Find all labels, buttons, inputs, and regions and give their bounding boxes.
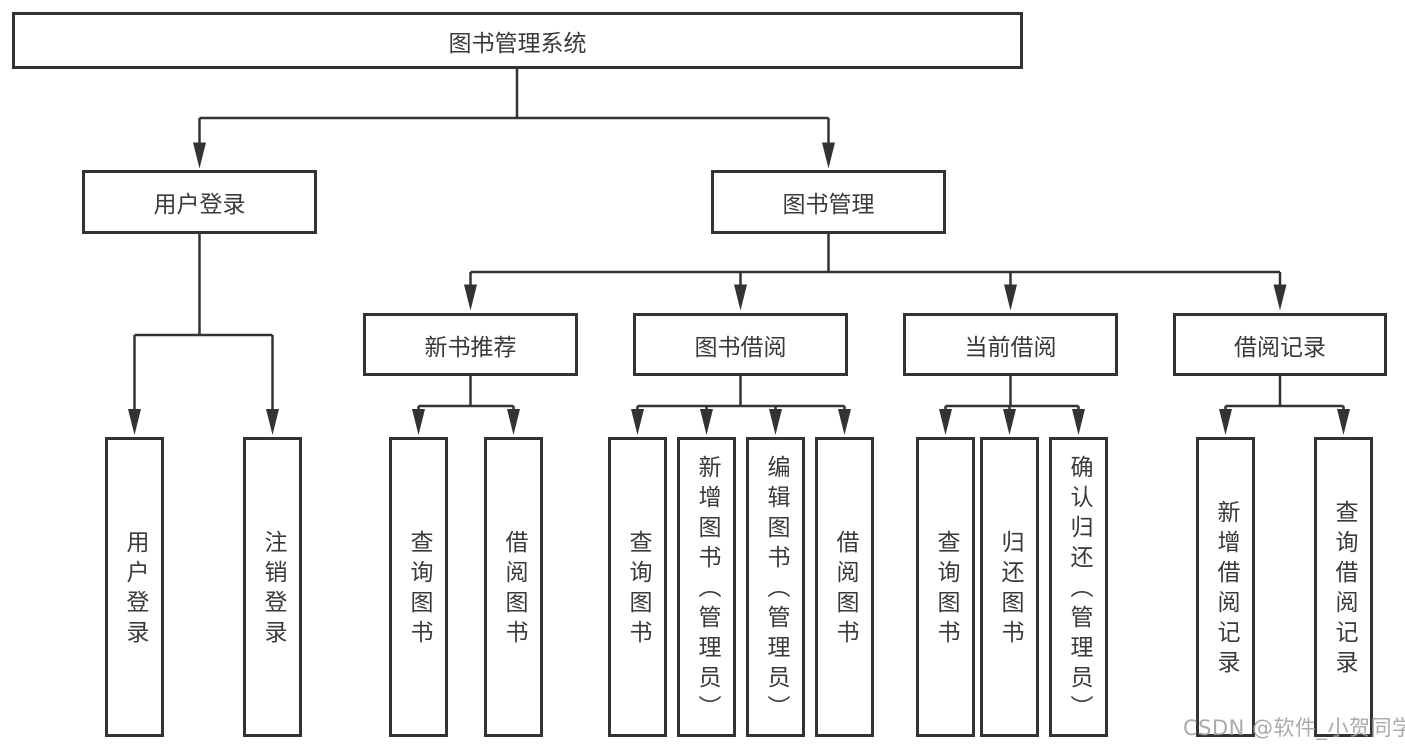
leaf-query-books-current: 查询图书 [916, 437, 975, 737]
node-user-login: 用户登录 [82, 170, 317, 234]
leaf-borrow-books-recommend: 借阅图书 [484, 437, 543, 737]
leaf-query-borrow-record: 查询借阅记录 [1314, 437, 1373, 737]
arrowheads [128, 142, 1350, 435]
leaf-borrow-books: 借阅图书 [815, 437, 874, 737]
leaf-add-books-admin: 新增图书（管理员） [677, 437, 736, 737]
node-book-borrowing: 图书借阅 [633, 313, 848, 376]
leaf-query-books-recommend: 查询图书 [389, 437, 448, 737]
node-borrowing-records: 借阅记录 [1173, 313, 1387, 376]
csdn-watermark: CSDN @软件_小贺同学 [1183, 716, 1405, 740]
node-new-book-recommend: 新书推荐 [363, 313, 578, 376]
leaf-add-borrow-record: 新增借阅记录 [1196, 437, 1255, 737]
leaf-return-books: 归还图书 [980, 437, 1039, 737]
leaf-edit-books-admin: 编辑图书（管理员） [746, 437, 805, 737]
leaf-user-login: 用户登录 [105, 437, 164, 737]
node-book-management: 图书管理 [711, 170, 946, 234]
leaf-confirm-return-admin: 确认归还（管理员） [1049, 437, 1108, 737]
leaf-query-books-borrow: 查询图书 [608, 437, 667, 737]
node-root-book-management-system: 图书管理系统 [12, 12, 1023, 69]
node-current-borrowing: 当前借阅 [903, 313, 1118, 376]
leaf-logout: 注销登录 [243, 437, 302, 737]
